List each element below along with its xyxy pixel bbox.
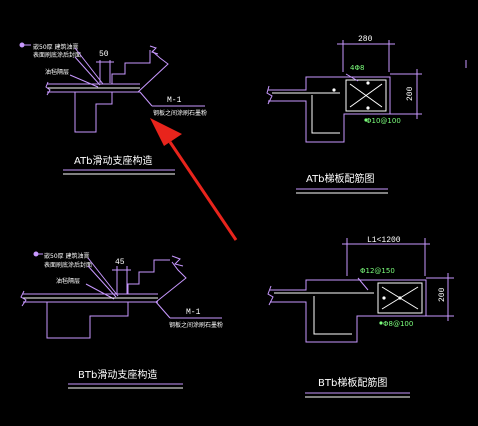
atb-rebar-stirrup-label: Φ10@100: [366, 117, 401, 125]
atb-rebar-stirrup: [311, 95, 340, 134]
atb-rebar-detail: 280 200 4Φ8 Φ10@100 ATb梯板配筋图: [266, 35, 467, 194]
btb-dim-label: 45: [115, 258, 125, 267]
btb-note-3: 油毡隔层: [56, 277, 80, 285]
atb-break-top: [149, 45, 159, 55]
btb-tag: M-1: [186, 308, 201, 317]
btb-rebar-top-label: Φ12@150: [360, 267, 395, 275]
btb-note-1: 嵌50厚 建筑油膏: [44, 252, 90, 260]
red-arrow: [150, 118, 238, 241]
atb-note-3: 油毡隔层: [45, 68, 69, 76]
atb-slab-outline: [268, 76, 391, 143]
btb-break: [267, 285, 274, 306]
atb-stair-slope: [137, 50, 169, 93]
arrow-head: [150, 118, 182, 146]
atb-stirrup-marker: [364, 118, 368, 122]
atb-rebar-top-label: 4Φ8: [350, 64, 364, 72]
atb-height-label: 200: [406, 86, 415, 101]
btb-tag-note: 钢板之间涂刷石墨粉: [169, 321, 223, 329]
btb-support-detail: 嵌50厚 建筑油膏 表面刷底涂后封面 油毡隔层 45 M-1 钢板之间涂刷石墨粉…: [20, 251, 223, 389]
btb-support-caption: BTb滑动支座构造: [78, 368, 157, 381]
atb-support-caption: ATb滑动支座构造: [74, 154, 153, 167]
atb-rebar-dot-2: [366, 81, 370, 85]
atb-rebar-leader: [345, 73, 359, 82]
btb-corner-box: [377, 282, 423, 314]
atb-leader-3: [69, 74, 99, 88]
btb-support-body: [46, 302, 129, 339]
arrow-shaft: [168, 141, 238, 241]
atb-leader-2: [74, 56, 101, 86]
btb-stair-flight: [127, 259, 170, 294]
atb-rebar-dot-3: [366, 106, 370, 110]
atb-cross-2: [349, 83, 383, 108]
btb-rebar-dot-2: [398, 296, 402, 300]
atb-note-2: 表面刷底涂后封面: [33, 51, 81, 59]
btb-rebar-stirrup: [313, 296, 352, 335]
atb-tag-leader: [139, 91, 153, 107]
atb-support-detail: 嵌50厚 建筑油膏 表面刷底涂后封面 油毡隔层 50 M-1 钢板之间涂刷石墨粉…: [19, 42, 207, 175]
btb-rebar-detail: L1<1200 200 Φ12@150 Φ8@100 BTb梯板配筋图: [267, 236, 454, 398]
atb-break: [266, 85, 273, 105]
atb-note-1: 嵌50厚 建筑油膏: [33, 43, 79, 51]
btb-slab-outline: [270, 279, 427, 343]
btb-leader-1: [87, 257, 119, 297]
atb-rebar-dot-1: [332, 88, 336, 92]
atb-tag: M-1: [167, 96, 182, 105]
btb-note-2: 表面刷底涂后封面: [44, 261, 92, 269]
btb-rebar-stirrup-label: Φ8@100: [383, 320, 413, 328]
atb-rebar-caption: ATb梯板配筋图: [306, 172, 375, 185]
btb-width-label: L1<1200: [367, 236, 401, 245]
btb-break-top: [171, 255, 184, 267]
atb-leader-1: [74, 47, 104, 85]
atb-width-label: 280: [358, 35, 373, 44]
btb-rebar-leader: [357, 277, 369, 291]
btb-height-label: 200: [438, 287, 447, 302]
btb-break-left: [20, 290, 27, 307]
atb-tag-note: 钢板之间涂刷石墨粉: [153, 109, 207, 117]
atb-support-body: [74, 92, 113, 133]
atb-corner-box: [345, 79, 387, 112]
btb-leader-2: [87, 265, 117, 298]
btb-rebar-dot-1: [382, 296, 386, 300]
btb-rebar-caption: BTb梯板配筋图: [318, 376, 387, 389]
atb-break-left: [45, 81, 51, 96]
btb-leader-3: [85, 283, 115, 300]
atb-stair-flight: [111, 50, 151, 84]
atb-dim-label: 50: [99, 50, 109, 59]
btb-tag-leader: [155, 301, 171, 319]
btb-stair-slope: [155, 261, 187, 303]
btb-stirrup-marker: [379, 321, 383, 325]
